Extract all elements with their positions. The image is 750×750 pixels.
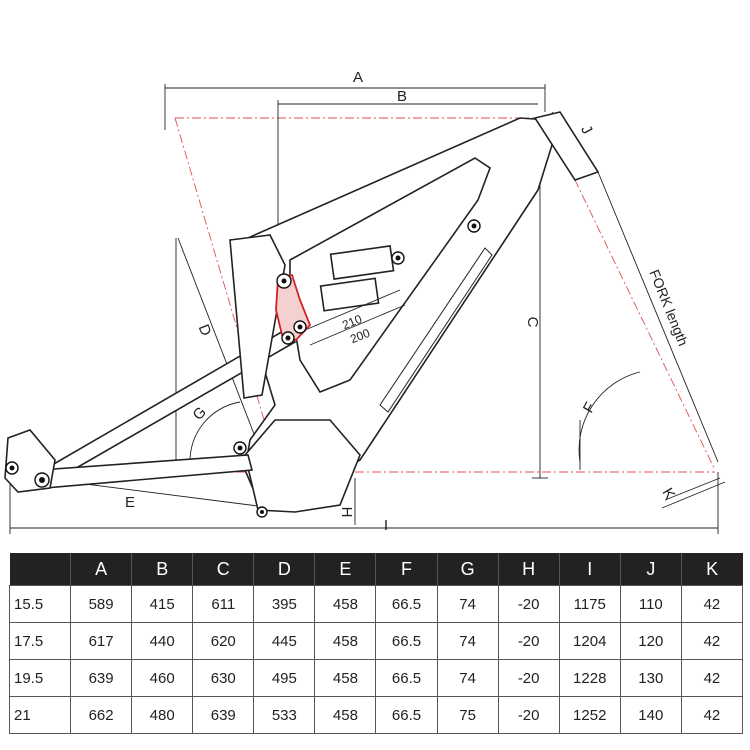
table-row: 21 662 480 639 533 458 66.5 75 -20 1252 … bbox=[8, 696, 744, 734]
table-cell: 1228 bbox=[558, 659, 621, 697]
table-cell: 74 bbox=[436, 659, 499, 697]
table-cell: -20 bbox=[497, 659, 560, 697]
table-header: E bbox=[314, 553, 376, 586]
dim-label-j: J bbox=[577, 122, 595, 137]
table-cell: 66.5 bbox=[375, 659, 438, 697]
table-header: D bbox=[253, 553, 315, 586]
dim-label-g: G bbox=[190, 404, 210, 424]
table-header: B bbox=[131, 553, 193, 586]
table-cell: 460 bbox=[131, 659, 194, 697]
table-cell: 1252 bbox=[558, 696, 621, 734]
dim-label-d: D bbox=[195, 322, 215, 339]
table-cell: 66.5 bbox=[375, 622, 438, 660]
table-cell: 495 bbox=[253, 659, 316, 697]
dim-label-b: B bbox=[397, 88, 407, 105]
fork-length-label: FORK length bbox=[646, 267, 691, 348]
table-cell: 611 bbox=[192, 585, 255, 623]
table-header: H bbox=[497, 553, 560, 586]
table-cell: 639 bbox=[70, 659, 133, 697]
table-header: I bbox=[558, 553, 621, 586]
geometry-table: A B C D E F G H I J K 15.5 589 415 611 3… bbox=[8, 553, 744, 734]
table-cell: -20 bbox=[497, 622, 560, 660]
table-cell: 617 bbox=[70, 622, 133, 660]
table-cell: 42 bbox=[680, 696, 744, 734]
table-cell: 130 bbox=[619, 659, 682, 697]
table-cell: 140 bbox=[619, 696, 682, 734]
table-header: K bbox=[680, 553, 743, 586]
table-header bbox=[9, 553, 71, 586]
table-cell: 74 bbox=[436, 622, 499, 660]
table-cell: -20 bbox=[497, 585, 560, 623]
dim-label-i: I bbox=[384, 517, 388, 534]
table-cell: 620 bbox=[192, 622, 255, 660]
table-cell: 395 bbox=[253, 585, 316, 623]
frame-geometry-drawing: A B C D E F G H I J K FORK length 210 20… bbox=[4, 69, 726, 534]
table-cell: 1204 bbox=[558, 622, 621, 660]
table-cell: 17.5 bbox=[8, 622, 72, 660]
table-header: A bbox=[70, 553, 132, 586]
dim-label-e: E bbox=[125, 494, 135, 511]
table-cell: 639 bbox=[192, 696, 255, 734]
dim-label-h: H bbox=[338, 507, 355, 518]
dim-label-f: F bbox=[580, 400, 599, 416]
table-cell: 458 bbox=[314, 696, 377, 734]
table-cell: 15.5 bbox=[8, 585, 72, 623]
table-row: 17.5 617 440 620 445 458 66.5 74 -20 120… bbox=[8, 622, 744, 660]
table-cell: 458 bbox=[314, 659, 377, 697]
table-cell: 74 bbox=[436, 585, 499, 623]
table-row: 15.5 589 415 611 395 458 66.5 74 -20 117… bbox=[8, 585, 744, 623]
rear-shock bbox=[304, 245, 406, 346]
dim-label-k: K bbox=[659, 485, 679, 502]
table-cell: 42 bbox=[680, 622, 744, 660]
table-cell: 630 bbox=[192, 659, 255, 697]
table-cell: 1175 bbox=[558, 585, 621, 623]
table-header: G bbox=[436, 553, 499, 586]
table-cell: -20 bbox=[497, 696, 560, 734]
table-header: F bbox=[375, 553, 438, 586]
table-cell: 19.5 bbox=[8, 659, 72, 697]
table-cell: 66.5 bbox=[375, 696, 438, 734]
table-cell: 445 bbox=[253, 622, 316, 660]
table-row: 19.5 639 460 630 495 458 66.5 74 -20 122… bbox=[8, 659, 744, 697]
dimension-lines bbox=[9, 84, 726, 534]
table-cell: 533 bbox=[253, 696, 316, 734]
table-cell: 480 bbox=[131, 696, 194, 734]
table-cell: 458 bbox=[314, 622, 377, 660]
table-cell: 120 bbox=[619, 622, 682, 660]
table-cell: 589 bbox=[70, 585, 133, 623]
table-cell: 66.5 bbox=[375, 585, 438, 623]
pivots bbox=[5, 219, 481, 518]
table-header: J bbox=[619, 553, 682, 586]
table-cell: 21 bbox=[8, 696, 72, 734]
table-cell: 42 bbox=[680, 585, 744, 623]
table-cell: 440 bbox=[131, 622, 194, 660]
dim-label-c: C bbox=[524, 317, 541, 328]
table-cell: 42 bbox=[680, 659, 744, 697]
table-cell: 110 bbox=[619, 585, 682, 623]
table-cell: 458 bbox=[314, 585, 377, 623]
table-cell: 75 bbox=[436, 696, 499, 734]
table-cell: 662 bbox=[70, 696, 133, 734]
table-header-row: A B C D E F G H I J K bbox=[9, 553, 743, 586]
table-header: C bbox=[192, 553, 254, 586]
dim-label-a: A bbox=[353, 69, 363, 86]
table-cell: 415 bbox=[131, 585, 194, 623]
